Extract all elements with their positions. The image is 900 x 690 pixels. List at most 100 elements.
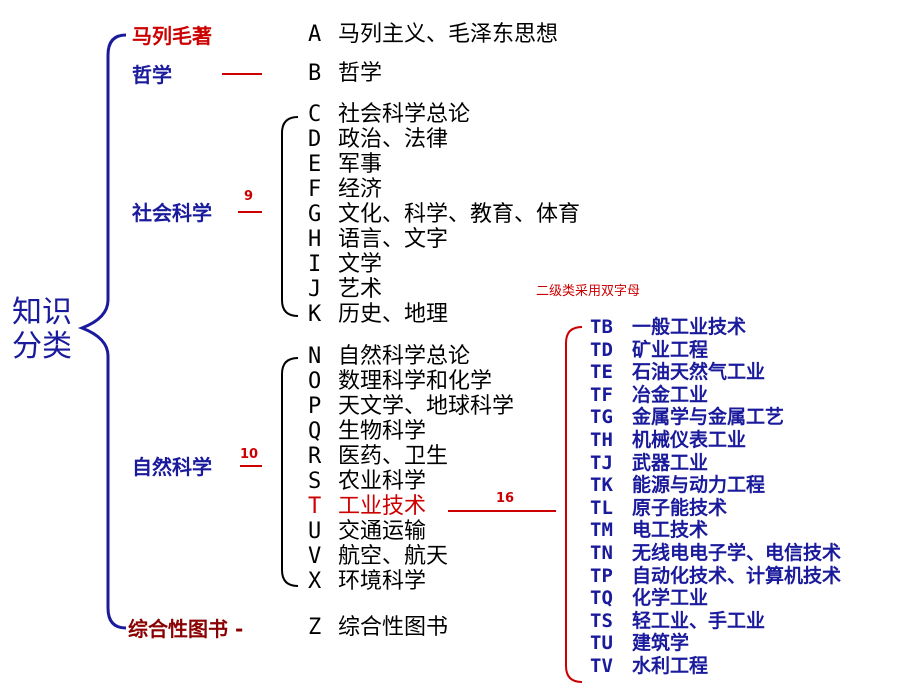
root-label-line2: 分类 — [12, 329, 72, 364]
subclass-name: 武器工业 — [632, 451, 709, 474]
class-s: S 农业科学 — [308, 471, 426, 493]
class-code: U — [308, 519, 322, 544]
class-a: A 马列主义、毛泽东思想 — [308, 24, 558, 46]
class-f: F 经济 — [308, 179, 382, 201]
class-code: A — [308, 22, 322, 47]
class-code: R — [308, 444, 322, 469]
class-p: P 天文学、地球科学 — [308, 396, 514, 418]
class-code: Z — [308, 615, 322, 640]
class-name: 综合性图书 — [338, 615, 449, 640]
subclass-name: 轻工业、手工业 — [632, 609, 766, 632]
class-code: I — [308, 252, 322, 277]
class-name: 农业科学 — [338, 469, 427, 494]
class-n: N 自然科学总论 — [308, 346, 470, 368]
class-name: 自然科学总论 — [338, 344, 471, 369]
class-name: 马列主义、毛泽东思想 — [338, 22, 559, 47]
class-name: 哲学 — [338, 61, 383, 86]
subclass-code: TJ — [590, 451, 613, 474]
social-bracket — [281, 116, 299, 317]
subclass-name: 能源与动力工程 — [632, 474, 766, 497]
class-name: 工业技术 — [338, 494, 427, 519]
category-marxism: 马列毛著 — [132, 24, 212, 48]
class-name: 文学 — [338, 252, 383, 277]
class-code: G — [308, 202, 322, 227]
subclass-tj: TJ 武器工业 — [590, 451, 709, 474]
class-code: K — [308, 302, 322, 327]
subclass-ts: TS 轻工业、手工业 — [590, 609, 766, 632]
subclass-name: 水利工程 — [632, 655, 709, 677]
class-r: R 医药、卫生 — [308, 446, 448, 468]
class-code: Q — [308, 419, 322, 444]
class-name: 历史、地理 — [338, 302, 449, 327]
subclass-name: 矿业工程 — [632, 338, 709, 361]
subclass-code: TQ — [590, 587, 613, 610]
count-industrial: 16 — [496, 491, 515, 506]
class-code: J — [308, 277, 322, 302]
class-name: 医药、卫生 — [338, 444, 449, 469]
class-j: J 艺术 — [308, 279, 382, 301]
class-code: S — [308, 469, 322, 494]
class-name: 艺术 — [338, 277, 383, 302]
subclass-code: TD — [590, 338, 613, 361]
main-bracket — [77, 33, 127, 630]
subclass-note: 二级类采用双字母 — [536, 284, 641, 299]
class-code: F — [308, 177, 322, 202]
subclass-name: 机械仪表工业 — [632, 429, 747, 451]
count-social: 9 — [244, 189, 254, 204]
subclass-code: TU — [590, 632, 613, 655]
class-name: 交通运输 — [338, 519, 427, 544]
class-code: B — [308, 61, 322, 86]
subclass-tf: TF 冶金工业 — [590, 383, 709, 406]
subclass-code: TG — [590, 406, 613, 429]
subclass-name: 一般工业技术 — [632, 316, 747, 338]
class-code: N — [308, 344, 322, 369]
class-name: 生物科学 — [338, 419, 427, 444]
class-name: 航空、航天 — [338, 544, 449, 569]
subclass-code: TK — [590, 474, 613, 497]
class-z: Z 综合性图书 — [308, 617, 448, 639]
class-code: O — [308, 369, 322, 394]
class-u: U 交通运输 — [308, 521, 426, 543]
category-natural-science: 自然科学 — [132, 455, 212, 479]
class-q: Q 生物科学 — [308, 421, 426, 443]
class-code: X — [308, 569, 322, 594]
class-code: D — [308, 127, 322, 152]
subclass-tl: TL 原子能技术 — [590, 496, 728, 519]
subclass-name: 冶金工业 — [632, 383, 709, 406]
subclass-tg: TG 金属学与金属工艺 — [590, 408, 784, 427]
subclass-name: 金属学与金属工艺 — [632, 406, 785, 429]
class-name: 军事 — [338, 152, 383, 177]
class-name: 天文学、地球科学 — [338, 394, 515, 419]
subclass-code: TS — [590, 609, 613, 632]
subclass-code: TF — [590, 383, 613, 406]
subclass-code: TB — [590, 316, 613, 338]
class-code: E — [308, 152, 322, 177]
class-code: P — [308, 394, 322, 419]
class-name: 社会科学总论 — [338, 102, 471, 127]
subclass-name: 原子能技术 — [632, 496, 728, 519]
category-comprehensive: 综合性图书 - — [128, 617, 244, 641]
class-name: 经济 — [338, 177, 383, 202]
subclass-td: TD 矿业工程 — [590, 338, 709, 361]
subclass-code: TL — [590, 496, 613, 519]
class-name: 数理科学和化学 — [338, 369, 493, 394]
subclass-tk: TK 能源与动力工程 — [590, 476, 765, 495]
class-e: E 军事 — [308, 154, 382, 176]
subclass-name: 电工技术 — [632, 519, 709, 542]
natural-bracket — [281, 357, 299, 587]
subclass-tb: TB 一般工业技术 — [590, 318, 746, 337]
root-label: 知识 分类 — [12, 296, 72, 364]
class-o: O 数理科学和化学 — [308, 371, 492, 393]
